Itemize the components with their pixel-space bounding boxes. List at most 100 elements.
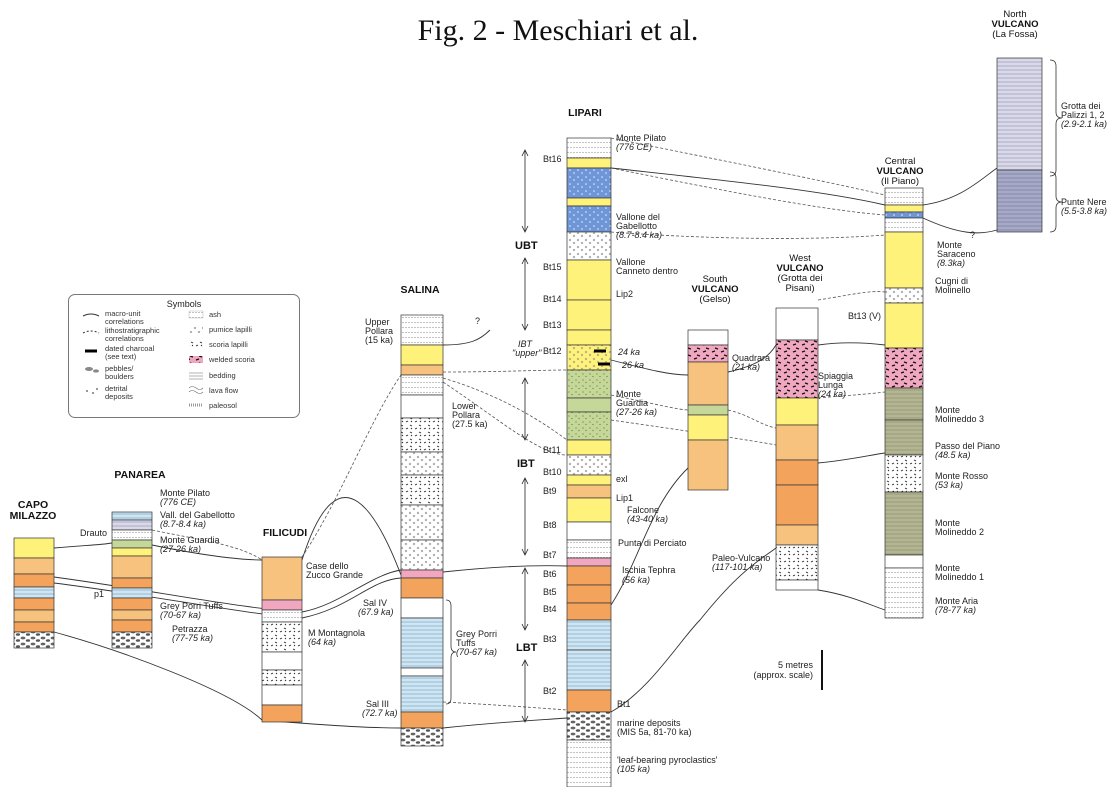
panarea-petrazza: Petrazza bbox=[172, 624, 208, 634]
panarea-layer bbox=[111, 519, 153, 531]
lipari-layer bbox=[566, 454, 612, 476]
unit-ibt-upper2: "upper" bbox=[512, 348, 542, 358]
lipari-layer bbox=[566, 397, 612, 413]
central-vulcano-layer bbox=[884, 387, 924, 421]
central-vulcano-layer bbox=[884, 491, 924, 556]
lipari-layer bbox=[566, 619, 612, 651]
ibt-arrow-top-head bbox=[521, 377, 529, 385]
lipari-vallone-canneto: Vallone bbox=[616, 257, 646, 267]
column-lipari bbox=[566, 137, 612, 787]
central-molineddo1b: Molineddo 1 bbox=[935, 572, 985, 582]
filicudi-layer bbox=[261, 651, 303, 671]
north-palizzi-age: (2.9-2.1 ka) bbox=[1061, 119, 1108, 129]
salina-sal3: Sal III bbox=[366, 699, 390, 709]
lipari-bt-label: Bt14 bbox=[543, 294, 562, 304]
scale-label2: (approx. scale) bbox=[753, 670, 813, 680]
panarea-layer bbox=[111, 597, 153, 611]
panarea-monte-pilato: Monte Pilato bbox=[160, 488, 211, 498]
lipari-layer bbox=[566, 205, 612, 233]
salina-grey-porri: Grey Porri bbox=[456, 629, 498, 639]
west-vulcano-layer bbox=[775, 484, 819, 526]
central-vulcano-layer bbox=[884, 554, 924, 569]
capo-milazzo-layer bbox=[13, 586, 55, 599]
salina-layer bbox=[400, 727, 444, 747]
legend-detrital-1: detrital bbox=[105, 384, 128, 393]
lipari-bt-label: Bt16 bbox=[543, 154, 562, 164]
macro-correlation bbox=[610, 167, 886, 206]
lipari-bt-label: Bt1 bbox=[617, 699, 631, 709]
central-vulcano-layer bbox=[884, 187, 924, 206]
south-vulcano-layer bbox=[687, 404, 729, 416]
lipari-layer bbox=[566, 197, 612, 207]
legend-scoria: scoria lapilli bbox=[209, 340, 248, 349]
salina-layer bbox=[400, 569, 444, 579]
macro-correlation bbox=[53, 631, 402, 729]
legend-title: Symbols bbox=[166, 299, 202, 309]
macro-correlation bbox=[610, 547, 777, 713]
central-passo-age: (48.5 ka) bbox=[935, 450, 971, 460]
lipari-layer bbox=[566, 484, 612, 499]
lipari-layer bbox=[566, 689, 612, 713]
salina-layer bbox=[400, 417, 444, 453]
litho-correlation bbox=[817, 391, 886, 399]
symbols-legend: Symbols macro-unit correlations lithostr… bbox=[68, 294, 300, 418]
litho-correlation bbox=[442, 377, 568, 441]
filicudi-zucco2: Zucco Grande bbox=[306, 570, 364, 580]
lipari-monte-guardia2: Guardia bbox=[616, 398, 649, 408]
lipari-bt-label: Bt6 bbox=[543, 569, 557, 579]
title-west-l1: West bbox=[789, 253, 811, 264]
lipari-leaf: 'leaf-bearing pyroclastics' bbox=[617, 755, 718, 765]
legend-charcoal-2: (see text) bbox=[105, 352, 137, 361]
lipari-punta: Punta di Perciato bbox=[618, 538, 687, 548]
title-capo-milazzo: CAPO MILAZZO bbox=[8, 500, 58, 522]
salina-sal4: Sal IV bbox=[363, 598, 388, 608]
lipari-bt-label: Bt2 bbox=[543, 686, 557, 696]
lipari-vallone-canneto2: Canneto dentro bbox=[616, 266, 679, 276]
column-west-vulcano bbox=[775, 307, 819, 591]
title-west-l4: Pisani) bbox=[785, 283, 815, 294]
central-molineddo2b: Molineddo 2 bbox=[935, 527, 985, 537]
filicudi-layer bbox=[261, 599, 303, 611]
west-vulcano-layer bbox=[775, 397, 819, 426]
legend-lava: lava flow bbox=[209, 386, 239, 395]
lipari-layer bbox=[566, 411, 612, 441]
central-vulcano-layer bbox=[884, 347, 924, 389]
north-vulcano-layer bbox=[996, 57, 1043, 171]
title-panarea: PANAREA bbox=[114, 469, 166, 481]
salina-layer bbox=[400, 539, 444, 571]
lipari-layer bbox=[566, 439, 612, 456]
title-west-l2: VULCANO bbox=[776, 263, 824, 274]
lipari-bt-label: Bt11 bbox=[543, 445, 561, 455]
legend-macro-1: macro-unit bbox=[105, 309, 141, 318]
macro-correlation bbox=[301, 497, 402, 576]
lipari-bt-label: Bt8 bbox=[543, 520, 557, 530]
title-north-l1: North bbox=[1003, 9, 1027, 20]
column-north-vulcano bbox=[996, 57, 1043, 233]
salina-lower-pollara-age: (27.5 ka) bbox=[452, 419, 488, 429]
legend-litho-2: correlations bbox=[105, 334, 144, 343]
salina-layer bbox=[400, 617, 444, 669]
central-vulcano-layer bbox=[884, 211, 924, 219]
litho-correlation bbox=[610, 167, 886, 216]
lipari-leaf-age: (105 ka) bbox=[617, 764, 651, 774]
south-vulcano-layer bbox=[687, 439, 729, 491]
lipari-layer bbox=[566, 259, 612, 301]
lbt-arrow-bottom-tail bbox=[521, 715, 529, 723]
panarea-vall-gabellotto: Vall. del Gabellotto bbox=[160, 510, 235, 520]
legend-welded: welded scoria bbox=[209, 355, 255, 364]
salina-lower-pollara2: Pollara bbox=[452, 410, 481, 420]
panarea-petrazza-age: (77-75 ka) bbox=[172, 633, 214, 643]
salina-upper-pollara2: Pollara bbox=[365, 326, 394, 336]
column-capo-milazzo bbox=[13, 537, 55, 649]
west-spiaggia: Spiaggia bbox=[818, 371, 854, 381]
title-central-l1: Central bbox=[884, 156, 916, 167]
panarea-layer bbox=[111, 587, 153, 599]
title-north-l3: (La Fossa) bbox=[992, 29, 1038, 40]
filicudi-layer bbox=[261, 621, 303, 653]
salina-upper-pollara-age: (15 ka) bbox=[365, 335, 394, 345]
litho-correlation bbox=[727, 409, 777, 429]
panarea-p1: p1 bbox=[94, 589, 105, 599]
south-vulcano-layer bbox=[687, 344, 729, 363]
title-central-vulcano: Central VULCANO (Il Piano) bbox=[860, 157, 940, 187]
